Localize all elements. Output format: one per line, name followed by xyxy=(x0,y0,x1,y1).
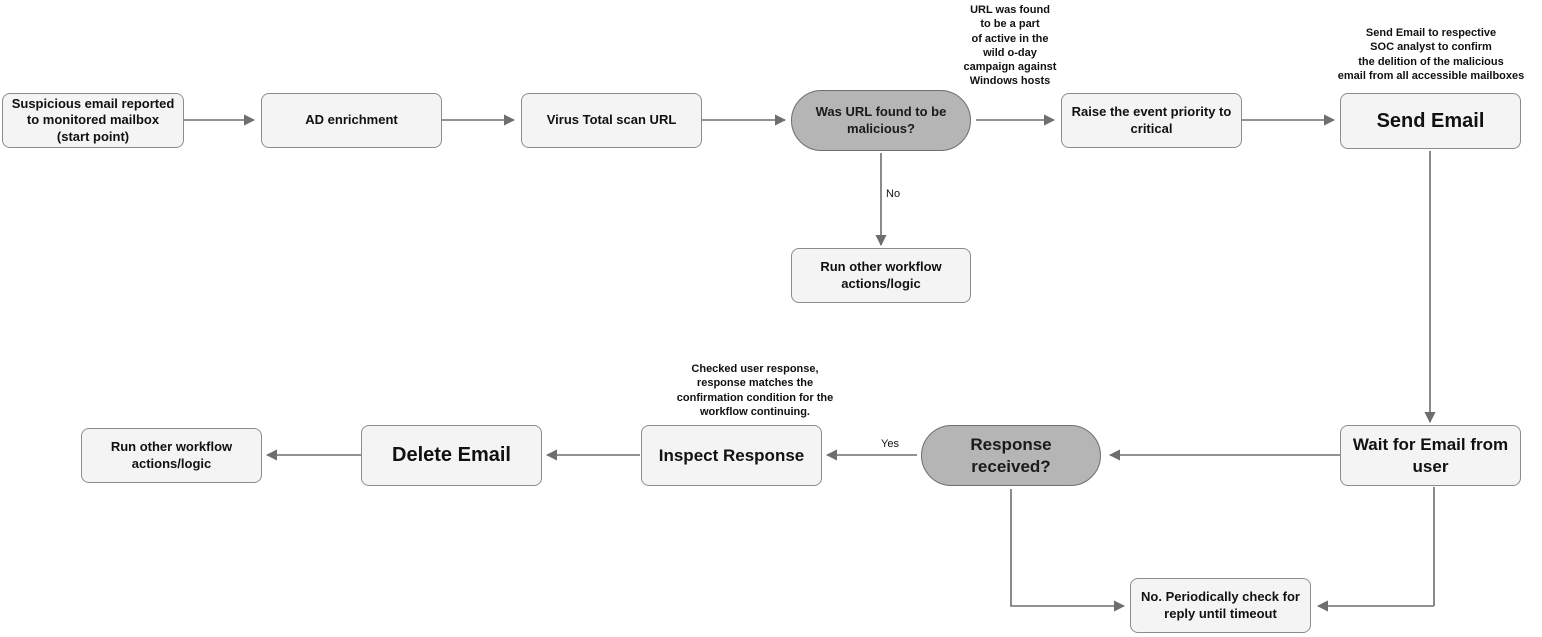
annotation-response-condition: Checked user response, response matches … xyxy=(676,363,834,418)
node-raise-priority[interactable]: Raise the event priority to critical xyxy=(1061,93,1242,148)
node-send-email[interactable]: Send Email xyxy=(1340,93,1521,149)
node-label: Delete Email xyxy=(392,444,511,466)
node-label: Suspicious email reported to monitored m… xyxy=(11,96,175,144)
node-label: No. Periodically check for reply until t… xyxy=(1141,589,1300,621)
node-virustotal-scan[interactable]: Virus Total scan URL xyxy=(521,93,702,148)
node-label: Inspect Response xyxy=(658,445,805,465)
edge-label-no: No xyxy=(886,188,901,200)
node-label: Response received? xyxy=(970,435,1052,476)
node-decision-response-received[interactable]: Response received? xyxy=(921,425,1101,486)
node-periodic-check[interactable]: No. Periodically check for reply until t… xyxy=(1130,578,1311,633)
node-label: Run other workflow actions/logic xyxy=(820,259,942,291)
node-label: Run other workflow actions/logic xyxy=(110,439,233,471)
annotation-send-email-purpose: Send Email to respective SOC analyst to … xyxy=(1337,27,1525,82)
node-wait-for-email[interactable]: Wait for Email from user xyxy=(1340,425,1521,486)
edge-label-yes: Yes xyxy=(881,438,899,450)
node-ad-enrichment[interactable]: AD enrichment xyxy=(261,93,442,148)
node-label: Was URL found to be malicious? xyxy=(815,104,947,136)
node-delete-email[interactable]: Delete Email xyxy=(361,425,542,486)
node-run-other-workflow-2[interactable]: Run other workflow actions/logic xyxy=(81,428,262,483)
node-run-other-workflow-1[interactable]: Run other workflow actions/logic xyxy=(791,248,971,303)
node-inspect-response[interactable]: Inspect Response xyxy=(641,425,822,486)
node-label: Wait for Email from user xyxy=(1352,435,1509,476)
node-label: Send Email xyxy=(1376,109,1485,132)
node-decision-url-malicious[interactable]: Was URL found to be malicious? xyxy=(791,90,971,151)
node-label: Virus Total scan URL xyxy=(546,112,677,128)
node-start[interactable]: Suspicious email reported to monitored m… xyxy=(2,93,184,148)
node-label: Raise the event priority to critical xyxy=(1071,104,1232,136)
node-label: AD enrichment xyxy=(305,112,398,128)
annotation-zero-day-campaign: URL was found to be a part of active in … xyxy=(963,4,1057,88)
